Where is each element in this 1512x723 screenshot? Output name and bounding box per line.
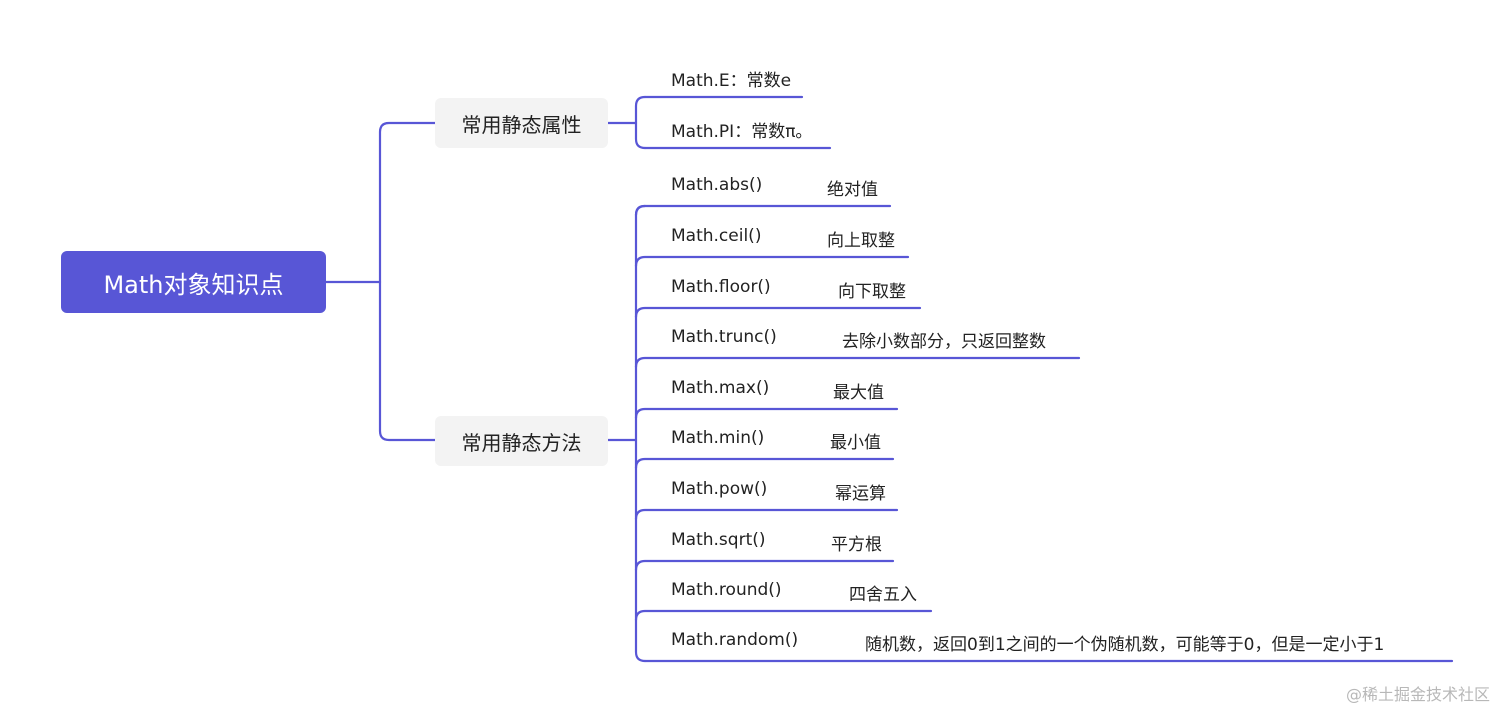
- connector-root-to-properties: [378, 121, 437, 284]
- leaf-desc: 去除小数部分，只返回整数: [842, 332, 1046, 352]
- underline-floor: [634, 306, 922, 319]
- leaf-code: Math.ceil(): [671, 226, 762, 246]
- leaf-desc: 平方根: [831, 535, 882, 555]
- branch-label: 常用静态属性: [461, 112, 582, 137]
- leaf-code: Math.min(): [671, 428, 765, 448]
- leaf-text: Math.PI：常数π。: [671, 122, 813, 142]
- leaf-code: Math.trunc(): [671, 327, 777, 347]
- leaf-desc: 随机数，返回0到1之间的一个伪随机数，可能等于0，但是一定小于1: [865, 635, 1385, 655]
- leaf-code: Math.pow(): [671, 479, 768, 499]
- leaf-code: Math.random(): [671, 630, 799, 650]
- leaf-code: Math.floor(): [671, 277, 771, 297]
- underline-trunc: [634, 356, 1081, 369]
- underline-max: [634, 407, 899, 420]
- underline-round: [634, 609, 933, 622]
- leaf-desc: 最大值: [833, 383, 884, 403]
- leaf-code: Math.max(): [671, 378, 770, 398]
- branch-label: 常用静态方法: [461, 430, 582, 455]
- branch-static-methods[interactable]: 常用静态方法: [435, 416, 608, 466]
- branch-static-properties[interactable]: 常用静态属性: [435, 98, 608, 148]
- root-node[interactable]: Math对象知识点: [61, 251, 326, 313]
- connector-root-to-methods: [378, 280, 437, 442]
- underline-sqrt: [634, 559, 895, 572]
- connector-methods-fork: [634, 204, 647, 663]
- leaf-code: Math.sqrt(): [671, 530, 766, 550]
- leaf-desc: 最小值: [830, 433, 881, 453]
- underline-min: [634, 457, 895, 470]
- leaf-desc: 四舍五入: [849, 585, 917, 605]
- watermark: @稀土掘金技术社区: [1345, 685, 1490, 704]
- leaf-desc: 绝对值: [827, 180, 878, 200]
- leaf-code: Math.round(): [671, 580, 782, 600]
- underline-pow: [634, 508, 899, 521]
- leaf-desc: 向上取整: [827, 231, 895, 251]
- leaf-text: Math.E：常数e: [671, 71, 792, 91]
- leaf-desc: 向下取整: [838, 282, 906, 302]
- connector-properties-fork: [634, 95, 647, 150]
- leaf-code: Math.abs(): [671, 175, 763, 195]
- underline-ceil: [634, 255, 910, 268]
- root-node-label: Math对象知识点: [103, 270, 284, 299]
- underline-abs: [634, 204, 892, 217]
- leaf-desc: 幂运算: [835, 484, 886, 504]
